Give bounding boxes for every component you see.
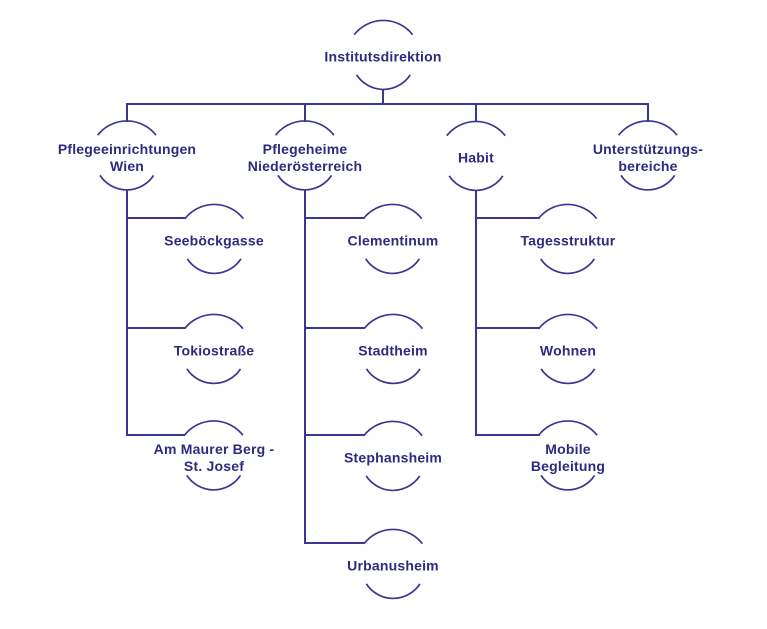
node-clementinum: Clementinum xyxy=(347,203,439,274)
connector-trunk-branch-2 xyxy=(304,190,306,544)
node-stadtheim: Stadtheim xyxy=(358,313,428,384)
node-wohnen: Wohnen xyxy=(537,313,599,384)
node-label: Habit xyxy=(458,149,494,166)
node-unterstuetzungsbereiche: Unterstützungs- bereiche xyxy=(592,120,704,191)
node-label: Stadtheim xyxy=(358,342,428,359)
connector-child-3-2 xyxy=(475,327,540,329)
connector-drop-root xyxy=(382,89,384,104)
connector-trunk-branch-1 xyxy=(126,190,128,436)
node-label: Institutsdirektion xyxy=(324,48,442,65)
node-label: Wohnen xyxy=(539,342,597,359)
node-habit: Habit xyxy=(445,120,507,191)
connector-drop-branch-4 xyxy=(647,103,649,122)
connector-child-3-1 xyxy=(475,217,540,219)
connector-drop-branch-2 xyxy=(304,103,306,122)
connector-drop-branch-1 xyxy=(126,103,128,122)
node-label: Tokiostraße xyxy=(173,342,255,359)
connector-child-2-2 xyxy=(304,327,365,329)
node-label: Unterstützungs- bereiche xyxy=(592,141,704,174)
node-mobile-begleitung: Mobile Begleitung xyxy=(530,420,606,491)
connector-child-2-3 xyxy=(304,434,365,436)
node-label: Pflegeheime Niederösterreich xyxy=(247,141,363,174)
node-institutsdirektion: Institutsdirektion xyxy=(324,19,442,90)
node-label: Mobile Begleitung xyxy=(530,441,606,474)
node-stephansheim: Stephansheim xyxy=(343,420,443,491)
node-am-maurer-berg-st-josef: Am Maurer Berg - St. Josef xyxy=(153,420,275,491)
connector-trunk-branch-3 xyxy=(475,190,477,436)
connector-child-2-1 xyxy=(304,217,365,219)
node-label: Am Maurer Berg - St. Josef xyxy=(153,441,275,474)
node-label: Stephansheim xyxy=(343,449,443,466)
connector-child-3-3 xyxy=(475,434,540,436)
connector-child-1-2 xyxy=(126,327,186,329)
connector-child-1-3 xyxy=(126,434,186,436)
node-label: Clementinum xyxy=(347,232,439,249)
connector-child-2-4 xyxy=(304,542,365,544)
node-label: Seeböckgasse xyxy=(164,232,264,249)
node-seeboeckgasse: Seeböckgasse xyxy=(164,203,264,274)
node-label: Urbanusheim xyxy=(347,557,439,574)
node-label: Pflegeeinrichtungen Wien xyxy=(57,141,197,174)
connector-child-1-1 xyxy=(126,217,186,219)
node-label: Tagesstruktur xyxy=(520,232,616,249)
connector-drop-branch-3 xyxy=(475,103,477,122)
node-pflegeeinrichtungen-wien: Pflegeeinrichtungen Wien xyxy=(57,120,197,191)
node-urbanusheim: Urbanusheim xyxy=(347,528,439,599)
node-tagesstruktur: Tagesstruktur xyxy=(520,203,616,274)
node-tokiostrasse: Tokiostraße xyxy=(173,313,255,384)
node-pflegeheime-niederoesterreich: Pflegeheime Niederösterreich xyxy=(247,120,363,191)
connector-rail-top xyxy=(126,103,649,105)
